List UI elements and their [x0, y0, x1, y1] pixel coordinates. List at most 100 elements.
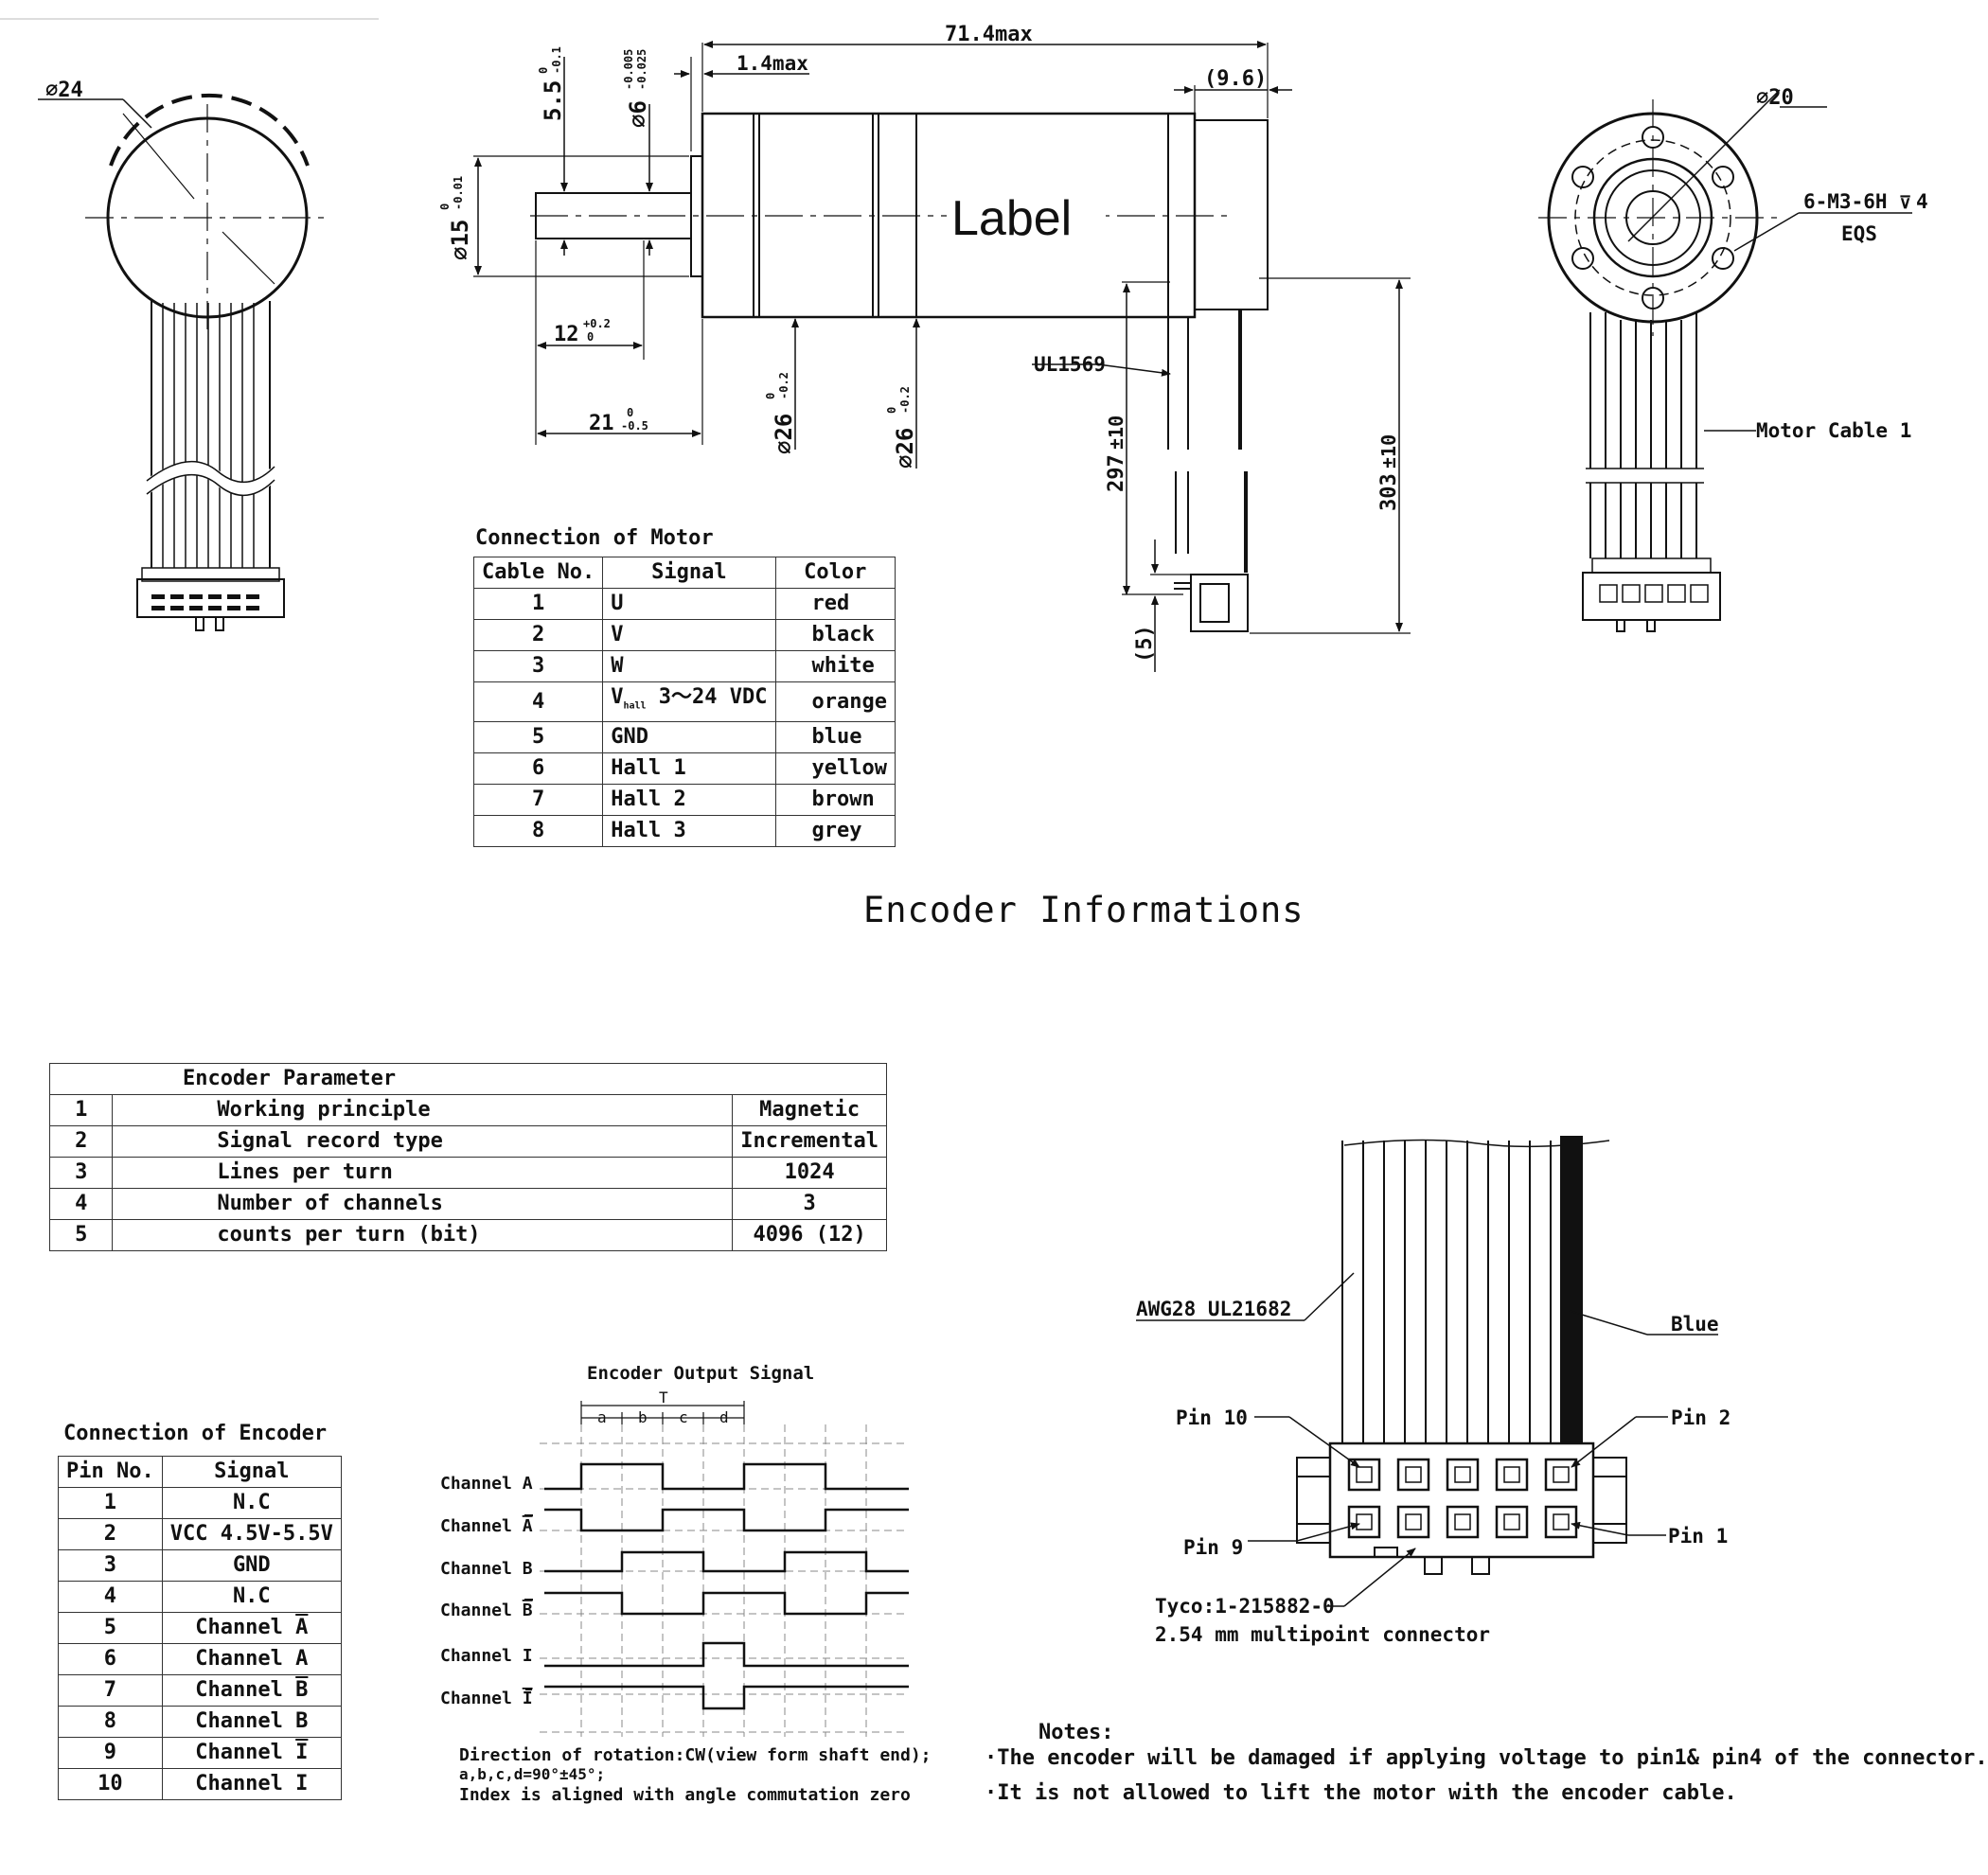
dim-21-tol-upper: 0 [627, 406, 633, 419]
pin2-label: Pin 2 [1671, 1406, 1731, 1429]
encoder-signal-title: Encoder Output Signal [587, 1363, 814, 1384]
signal-note-3: Index is aligned with angle commutation … [459, 1785, 911, 1805]
cell: Channel I [161, 1768, 342, 1800]
dim-297-tol: ±10 [1105, 416, 1127, 450]
vhall-range: 3～24 VDC [646, 685, 768, 709]
dim-5-5-tol-upper: 0 [537, 67, 550, 74]
notes-title: Notes: [1038, 1721, 1114, 1744]
vhall-sub: hall [623, 700, 647, 712]
motor-cable-label: Motor Cable 1 [1756, 419, 1911, 442]
cell: 6 [58, 1643, 163, 1675]
dim-shaft-dia: ∅6 [625, 100, 651, 128]
dim-body-dia-1: ∅26 [771, 414, 797, 454]
header-pin-no: Pin No. [58, 1456, 163, 1488]
segment-a: a [597, 1408, 607, 1426]
cell: GND [161, 1549, 342, 1582]
cable-ul1569: UL1569 [1034, 353, 1106, 376]
channel-b-label: Channel B [440, 1559, 533, 1579]
cell-channel-a-inv: Channel A [161, 1612, 342, 1644]
cell: Channel B [161, 1706, 342, 1738]
motor-side-view [473, 41, 1411, 672]
cell-channel-i-inv: Channel I [161, 1737, 342, 1769]
signal-note-2: a,b,c,d=90°±45°; [459, 1765, 605, 1783]
cell: VCC 4.5V-5.5V [161, 1518, 342, 1550]
dim-shaft-tol-upper: -0.005 [622, 49, 635, 90]
dim-body-dia-2: ∅26 [892, 428, 918, 469]
cell: N.C [161, 1487, 342, 1519]
cell: Signal record type [112, 1125, 734, 1158]
cell: brown [774, 784, 896, 817]
cell-vhall: Vhall 3～24 VDC [602, 681, 776, 723]
segment-b: b [638, 1408, 648, 1426]
cell: 1 [58, 1487, 163, 1519]
cell: 4 [48, 1188, 114, 1220]
dim-21-tol-lower: -0.5 [621, 419, 648, 433]
cell: blue [774, 721, 896, 754]
channel-a-inv-label: Channel A [440, 1516, 533, 1536]
cell: Working principle [112, 1094, 734, 1126]
cell: Lines per turn [112, 1157, 734, 1189]
dim-297: 297 [1105, 454, 1128, 492]
awg-label: AWG28 UL21682 [1136, 1298, 1291, 1320]
dia-left: ∅24 [45, 79, 83, 102]
cell: 9 [58, 1737, 163, 1769]
cell: 4096 (12) [732, 1219, 887, 1251]
dim-body-tol-upper-1: 0 [764, 393, 777, 399]
left-end-view [0, 18, 379, 631]
dim-pilot-tol-lower: -0.01 [452, 176, 465, 210]
cell: 5 [58, 1612, 163, 1644]
dim-21: 21 [589, 412, 614, 435]
encoder-heading: Encoder Informations [863, 890, 1305, 930]
dim-12-tol-upper: +0.2 [583, 317, 611, 330]
dim-71-4-max: 71.4max [945, 23, 1033, 46]
cell-channel-b-inv: Channel B [161, 1674, 342, 1707]
right-end-view [1538, 89, 1912, 632]
cell: 7 [58, 1674, 163, 1707]
cell: grey [774, 815, 896, 848]
header-cable-no: Cable No. [472, 557, 604, 589]
cell: white [774, 650, 896, 682]
cell: yellow [774, 752, 896, 786]
cell: 3 [58, 1549, 163, 1582]
cell: 4 [58, 1581, 163, 1613]
table-title-row: Encoder Parameter [49, 1063, 887, 1095]
cell: 8 [472, 815, 604, 848]
cell: 2 [48, 1125, 114, 1158]
cell: 5 [472, 721, 604, 754]
overline-letter: I [295, 1741, 309, 1764]
cell: 4 [472, 681, 604, 723]
encoder-connector-drawing [1136, 1136, 1718, 1607]
header-signal: Signal [602, 557, 776, 589]
dim-5-5: 5.5 [540, 80, 566, 121]
dim-303-tol: ±10 [1377, 434, 1400, 469]
cell: Hall 3 [602, 815, 776, 848]
channel-i-inv-label: Channel I [440, 1689, 533, 1708]
cell: 3 [732, 1188, 887, 1220]
connector-desc: 2.54 mm multipoint connector [1155, 1623, 1490, 1646]
encoder-signal-grid [540, 1424, 909, 1737]
dim-1-4-max: 1.4max [737, 52, 808, 75]
dim-pilot-dia: ∅15 [447, 220, 473, 260]
thread-note: 6-M3-6H [1803, 190, 1888, 213]
note-item-2: ·It is not allowed to lift the motor wit… [985, 1781, 1737, 1805]
cell: 1 [472, 588, 604, 620]
cell: 1024 [732, 1157, 887, 1189]
cell: Incremental [732, 1125, 887, 1158]
cell: 10 [58, 1768, 163, 1800]
cell: U [602, 588, 776, 620]
encoder-connection-title: Connection of Encoder [63, 1422, 328, 1445]
